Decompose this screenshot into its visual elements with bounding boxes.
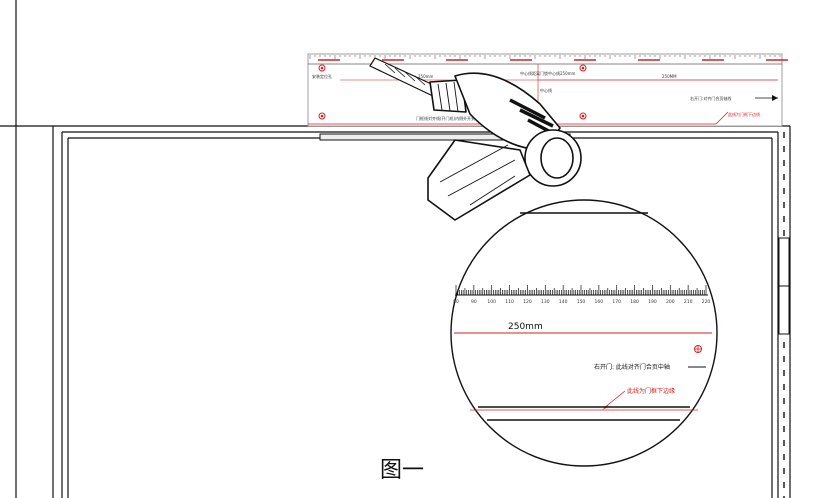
zoom-ruler-label: 170 bbox=[612, 299, 621, 305]
label-door-bottom: 此线为门框下边线 bbox=[728, 111, 760, 117]
mounting-hole bbox=[318, 64, 587, 120]
template-ruler bbox=[309, 55, 788, 61]
zoom-ruler-label: 190 bbox=[648, 299, 657, 305]
zoom-ruler-label: 220 bbox=[702, 299, 711, 305]
zoom-door-bottom-label: 此线为门框下边缘 bbox=[627, 387, 675, 395]
zoom-ruler-label: 110 bbox=[505, 299, 514, 305]
zoom-ruler-label: 140 bbox=[559, 299, 568, 305]
zoom-ruler-label: 100 bbox=[487, 299, 496, 305]
zoom-ruler-label: 180 bbox=[630, 299, 639, 305]
zoom-ruler-label: 130 bbox=[541, 299, 550, 305]
zoom-ruler-label: 80 bbox=[453, 299, 459, 305]
drill-illustration bbox=[369, 57, 582, 221]
label-mounting-hole: 安装定位孔 bbox=[312, 73, 332, 79]
zoom-hole-icon bbox=[694, 345, 702, 353]
label-center-distance: 中心线距离门锁中心线250mm bbox=[520, 70, 576, 76]
label-bottom-line: 门框线对齐线(开门机)内侧外开到,门框线对齐 bbox=[416, 115, 496, 121]
zoom-hinge-label: 右开门: 此线对齐门合页中轴 bbox=[594, 363, 670, 371]
label-250: 250MM bbox=[662, 74, 677, 79]
zoom-ruler-label: 90 bbox=[471, 299, 477, 305]
zoom-ruler-label: 200 bbox=[666, 299, 675, 305]
label-250-left: 250mm bbox=[418, 74, 434, 79]
zoom-ruler-label: 150 bbox=[577, 299, 586, 305]
zoom-ruler-label: 120 bbox=[523, 299, 532, 305]
label-center-line: 中心线 bbox=[540, 87, 552, 93]
zoom-ruler-label: 160 bbox=[595, 299, 604, 305]
zoom-detail: 80 90 100 110 120 130 140 150 160 170 180 190 200 210… bbox=[450, 199, 718, 467]
figure-caption: 图一 bbox=[380, 458, 425, 483]
hinge bbox=[778, 237, 790, 335]
zoom-ruler: 80 90 100 110 120 130 140 150 160 170 180 190 200 210… bbox=[453, 285, 710, 305]
label-right-hinge: 右开门:对齐门合页轴线 bbox=[690, 95, 731, 101]
zoom-ruler-label: 210 bbox=[684, 299, 693, 305]
zoom-dim-label: 250mm bbox=[508, 322, 543, 332]
